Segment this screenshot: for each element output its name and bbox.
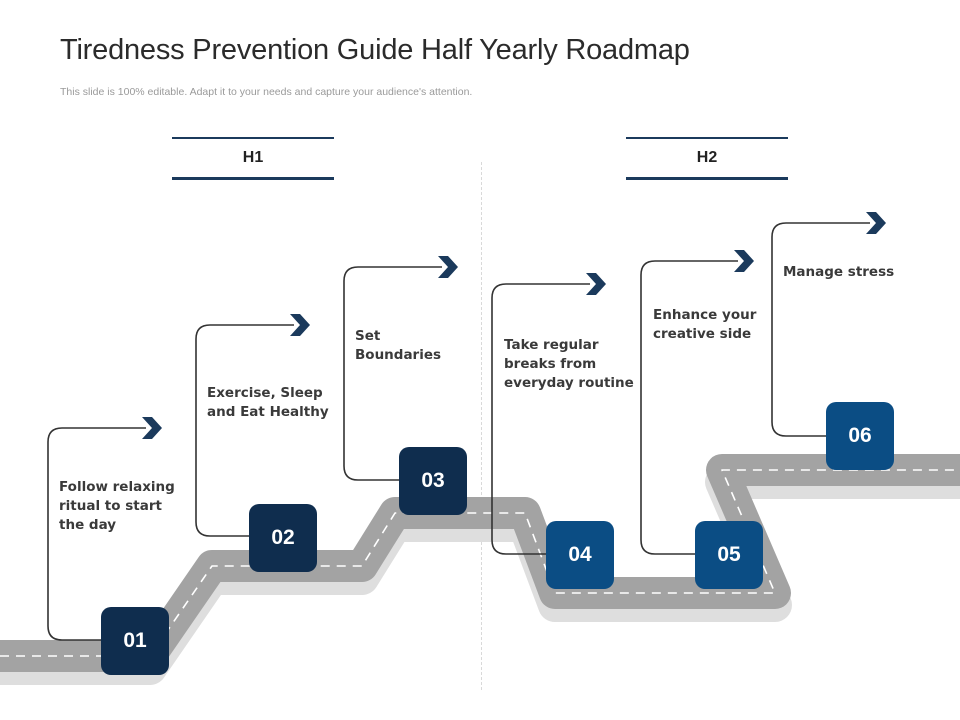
connector-line-2 — [195, 324, 294, 537]
chevron-right-icon — [290, 314, 310, 336]
step-5-badge: 05 — [695, 521, 763, 589]
h1-label: H1 — [242, 149, 264, 166]
h2-header: H2 — [626, 137, 788, 180]
step-5-text: Enhance your creative side — [653, 307, 757, 342]
chevron-right-icon — [866, 212, 886, 234]
step-3-text: Set Boundaries — [355, 328, 442, 363]
chevron-right-icon — [586, 273, 606, 295]
step-3-badge: 03 — [399, 447, 467, 515]
step-1-badge: 01 — [101, 607, 169, 675]
connector-line-6 — [771, 222, 870, 437]
step-6-text: Manage stress — [783, 264, 895, 280]
step-2-text: Exercise, Sleep and Eat Healthy — [207, 385, 329, 420]
step-6-badge: 06 — [826, 402, 894, 470]
h2-label: H2 — [696, 149, 718, 166]
step-2-badge: 02 — [249, 504, 317, 572]
slide-subtitle: This slide is 100% editable. Adapt it to… — [60, 86, 473, 98]
slide-title: Tiredness Prevention Guide Half Yearly R… — [60, 34, 690, 66]
connector-line-3 — [343, 266, 442, 481]
step-4-text: Take regular breaks from everyday routin… — [504, 337, 634, 391]
connector-line-5 — [640, 260, 738, 555]
connector-line-4 — [491, 283, 590, 555]
step-1-text: Follow relaxing ritual to start the day — [59, 479, 175, 533]
connector-line-1 — [47, 427, 146, 641]
chevron-right-icon — [142, 417, 162, 439]
chevron-right-icon — [734, 250, 754, 272]
half-divider — [481, 162, 482, 690]
chevron-right-icon — [438, 256, 458, 278]
step-4-badge: 04 — [546, 521, 614, 589]
h1-header: H1 — [172, 137, 334, 180]
